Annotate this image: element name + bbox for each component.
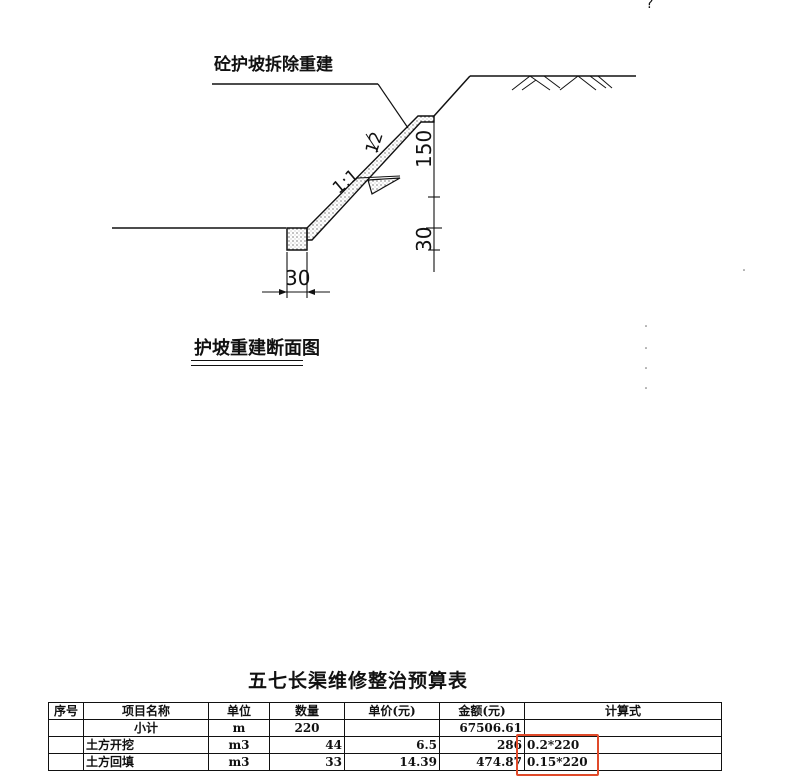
dim-arrow-left xyxy=(279,289,287,295)
section-drawing-title: 护坡重建断面图 xyxy=(194,338,320,359)
cell-qty: 33 xyxy=(269,753,345,771)
cell-amount: 474.87 xyxy=(439,753,525,771)
cell-name: 小计 xyxy=(83,719,209,737)
cell-qty: 220 xyxy=(269,719,345,737)
cell-unit: m3 xyxy=(208,736,270,754)
demolish-rebuild-note: 砼护坡拆除重建 xyxy=(214,55,333,75)
table-header-row: 序号 项目名称 单位 数量 单价(元) 金额(元) 计算式 xyxy=(48,702,722,720)
wedge-top-line xyxy=(357,175,401,179)
cell-unit: m3 xyxy=(208,753,270,771)
cell-qty: 44 xyxy=(269,736,345,754)
dim-arrow-right xyxy=(307,289,315,295)
header-qty: 数量 xyxy=(269,702,345,720)
table-row: 土方开挖 m3 44 6.5 286 0.2*220 xyxy=(48,736,722,754)
thickness-leader xyxy=(365,133,379,153)
cell-price xyxy=(344,719,440,737)
budget-table: 序号 项目名称 单位 数量 单价(元) 金额(元) 计算式 小计 m 220 6… xyxy=(48,702,722,771)
slope-lining xyxy=(306,115,435,241)
width-30-label: 30 xyxy=(285,266,311,290)
section-title-underline xyxy=(191,360,303,366)
cell-no xyxy=(48,736,84,754)
header-name: 项目名称 xyxy=(83,702,209,720)
formula-highlight-box xyxy=(516,734,599,776)
cell-name: 土方回填 xyxy=(83,753,209,771)
table-row: 土方回填 m3 33 14.39 474.87 0.15*220 xyxy=(48,753,722,771)
ground-hatch xyxy=(511,75,613,91)
cell-amount: 67506.61 xyxy=(439,719,525,737)
cell-price: 14.39 xyxy=(344,753,440,771)
cell-price: 6.5 xyxy=(344,736,440,754)
cross-section-drawing xyxy=(112,75,745,389)
cell-no xyxy=(48,753,84,771)
header-formula: 计算式 xyxy=(524,702,722,720)
cell-amount: 286 xyxy=(439,736,525,754)
budget-table-title: 五七长渠维修整治预算表 xyxy=(248,670,469,692)
cross-section-svg xyxy=(112,75,745,389)
toe-footing xyxy=(286,227,308,251)
scan-dots xyxy=(645,269,745,389)
cell-no xyxy=(48,719,84,737)
header-no: 序号 xyxy=(48,702,84,720)
excavation-wedge xyxy=(367,177,401,195)
depth-30-label: 30 xyxy=(412,226,436,252)
corner-mark: ? xyxy=(646,0,654,12)
header-unit: 单位 xyxy=(208,702,270,720)
header-price: 单价(元) xyxy=(344,702,440,720)
cell-unit: m xyxy=(208,719,270,737)
note-leader-arrow xyxy=(377,83,409,129)
header-amount: 金额(元) xyxy=(439,702,525,720)
cell-formula: 0.15*220 xyxy=(524,753,722,771)
table-row: 小计 m 220 67506.61 xyxy=(48,719,722,737)
cell-name: 土方开挖 xyxy=(83,736,209,754)
height-150-label: 150 xyxy=(412,129,436,168)
upper-slope-line xyxy=(433,75,471,117)
